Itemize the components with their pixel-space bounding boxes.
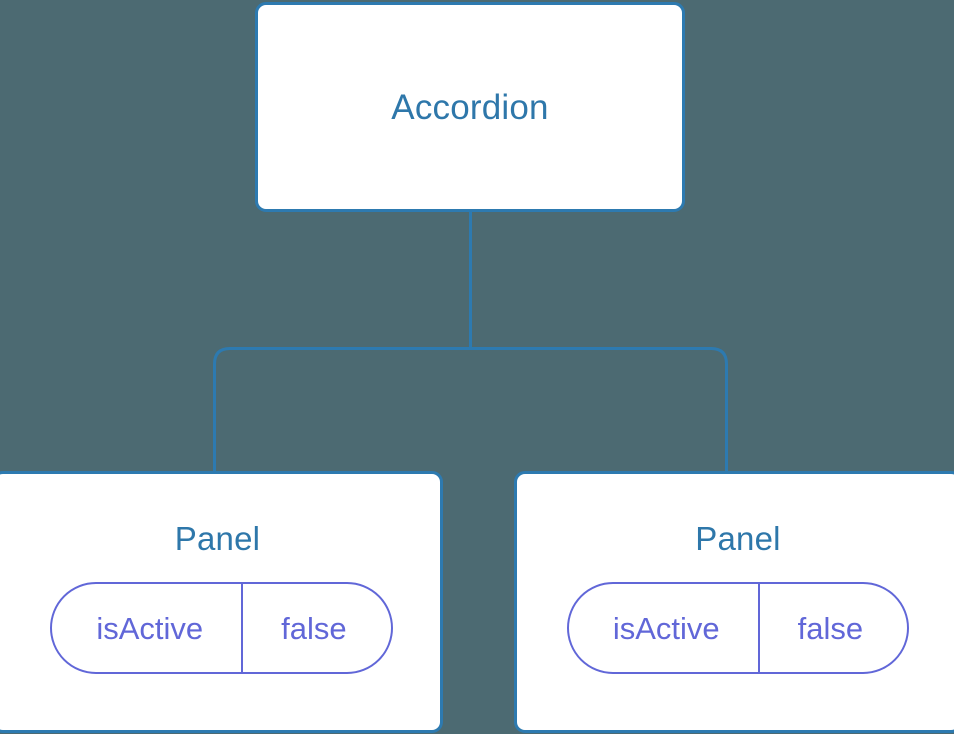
prop-key-isactive-2: isActive <box>612 610 720 646</box>
prop-pill-isactive-2[interactable]: isActive false <box>566 582 910 674</box>
prop-value-isactive-2: false <box>757 584 907 672</box>
node-accordion-title: Accordion <box>391 87 549 127</box>
node-panel-2-title: Panel <box>695 520 781 557</box>
connector-branch-right <box>470 347 728 473</box>
connector-branch-left <box>213 347 471 473</box>
node-panel-1[interactable]: Panel isActive false <box>0 471 443 733</box>
prop-value-isactive-1: false <box>241 584 390 672</box>
node-panel-2[interactable]: Panel isActive false <box>514 471 954 733</box>
prop-pill-isactive-1[interactable]: isActive false <box>50 582 393 674</box>
prop-key-isactive-1: isActive <box>96 610 204 646</box>
node-panel-1-title: Panel <box>174 520 261 557</box>
node-accordion[interactable]: Accordion <box>255 2 685 212</box>
